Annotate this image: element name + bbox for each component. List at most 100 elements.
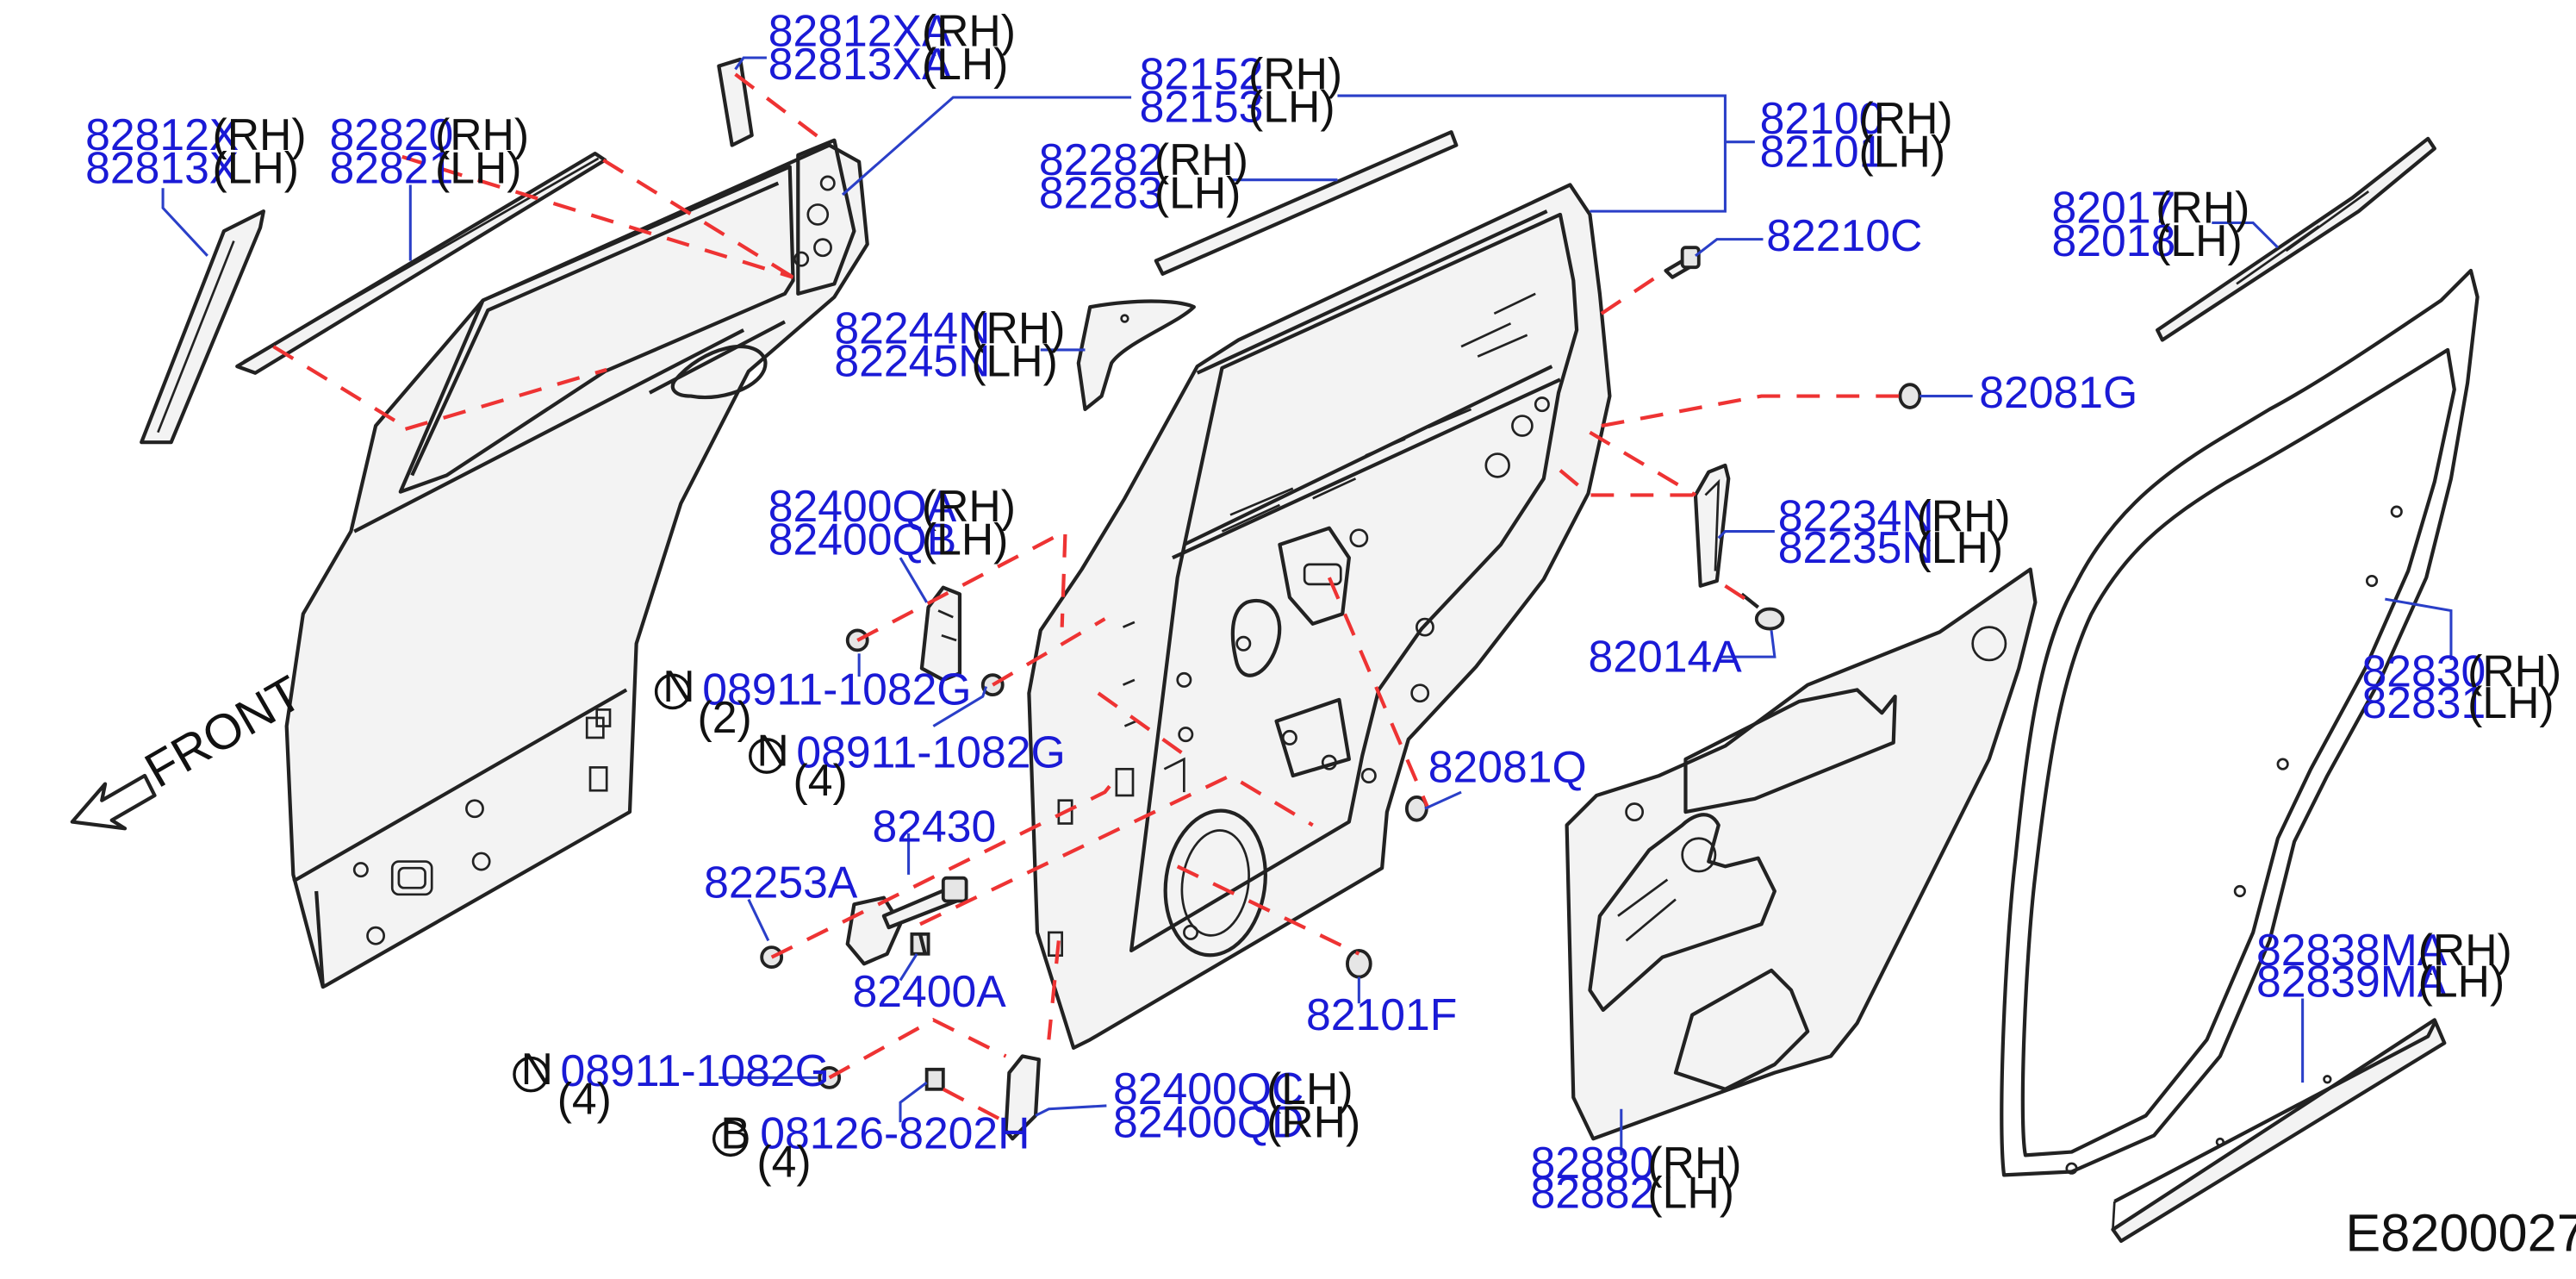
side-designation: (LH): [1266, 1064, 1353, 1114]
label-82152: 82152 (RH) 82153 (LH): [1140, 48, 1342, 131]
part-number: 82282: [1039, 134, 1163, 184]
label-82400qc: 82400QC (LH) 82400QD (RH): [1113, 1064, 1360, 1146]
part-number: 08911-1082G: [702, 664, 971, 714]
side-designation: (LH): [1154, 167, 1241, 217]
label-08126: B 08126-8202H (4): [712, 1108, 1030, 1186]
part-number: 82101: [1760, 126, 1884, 176]
badge-letter: N: [756, 725, 788, 775]
fastener-badge: [749, 738, 785, 774]
label-82081q: 82081Q: [1428, 742, 1587, 792]
inner-door-panel: [1027, 183, 1612, 1051]
label-82812xa: 82812XA (RH) 82813XA (LH): [768, 6, 1016, 89]
side-designation: (RH): [971, 303, 1065, 353]
side-designation: (RH): [1248, 48, 1342, 98]
door-check-82430: [845, 876, 968, 966]
side-designation: (LH): [922, 39, 1009, 89]
label-82400qa: 82400QA (RH) 82400QB (LH): [768, 481, 1016, 564]
part-number: 82081G: [1979, 367, 2137, 417]
part-number: 82830: [2362, 646, 2486, 696]
assembly-lines: [272, 72, 1904, 1124]
lower-hinge-82400qc: [1004, 1054, 1041, 1141]
part-number: 82018: [2052, 215, 2176, 265]
side-designation: (RH): [213, 109, 307, 159]
side-designation: (RH): [435, 109, 529, 159]
part-number: 08911-1082G: [561, 1045, 830, 1095]
part-number: 82081Q: [1428, 742, 1587, 792]
fastener-badge: [513, 1056, 549, 1093]
side-designation: (RH): [2467, 646, 2561, 696]
side-designation: (LH): [435, 143, 522, 193]
part-number: 82821: [329, 143, 453, 193]
side-designation: (RH): [1859, 93, 1953, 143]
part-number: 82838MA: [2256, 925, 2448, 975]
part-number: 82820: [329, 109, 453, 159]
fastener-badge: [654, 673, 691, 710]
part-number: 82430: [872, 802, 996, 852]
side-designation: (LH): [1248, 82, 1335, 132]
label-82014a: 82014A: [1589, 631, 1743, 681]
fastener-badge: [712, 1120, 749, 1157]
part-number: 82234N: [1778, 491, 1934, 541]
side-designation: (RH): [1154, 134, 1248, 184]
part-number: 82244N: [834, 303, 990, 353]
label-08911-a: N 08911-1082G (2): [654, 661, 972, 742]
part-number: 82812X: [85, 109, 239, 159]
label-82017: 82017 (RH) 82018 (LH): [2052, 183, 2250, 265]
part-number: 82839MA: [2256, 957, 2448, 1007]
side-designation: (RH): [1266, 1096, 1360, 1146]
part-number: 82813X: [85, 143, 239, 193]
seal-strip-82017: [2156, 136, 2436, 342]
plug-82101f: [1346, 949, 1372, 979]
quantity: (4): [756, 1136, 811, 1186]
side-designation: (LH): [1859, 126, 1946, 176]
part-number: 82882: [1530, 1168, 1654, 1218]
outer-door-panel: [284, 138, 869, 989]
label-82081g: 82081G: [1979, 367, 2137, 417]
part-number: 82831: [2362, 677, 2486, 727]
side-designation: (LH): [2418, 957, 2505, 1007]
upper-hinge-82400qa: [919, 585, 962, 683]
side-designation: (LH): [1917, 522, 2004, 572]
label-82830: 82830 (RH) 82831 (LH): [2362, 646, 2562, 727]
quantity: (4): [793, 755, 848, 805]
label-82430: 82430: [872, 802, 996, 852]
part-number: 82101F: [1306, 989, 1457, 1039]
bolt-82014a: [1740, 592, 1785, 631]
side-designation: (RH): [922, 6, 1016, 56]
part-number: 82153: [1140, 82, 1264, 132]
quantity: (2): [697, 692, 751, 742]
label-82880: 82880 (RH) 82882 (LH): [1530, 1138, 1741, 1217]
door-trim-82880: [1565, 567, 2038, 1141]
part-number: 82152: [1140, 48, 1264, 98]
label-82400a: 82400A: [852, 966, 1006, 1016]
label-82244n: 82244N (RH) 82245N (LH): [834, 303, 1065, 385]
bracket-82234n: [1693, 463, 1731, 588]
part-number: 82400QA: [768, 481, 957, 531]
side-designation: (LH): [971, 336, 1058, 386]
part-number: 82400QD: [1113, 1096, 1304, 1146]
badge-letter: B: [720, 1108, 750, 1158]
weatherstrip-82830: [2000, 268, 2480, 1177]
sill-moulding-82838ma: [2111, 1018, 2447, 1244]
badge-letter: N: [663, 661, 694, 711]
clip-82210c: [1664, 246, 1701, 279]
front-direction-arrow: FRONT: [70, 665, 311, 831]
part-number: 82017: [2052, 183, 2176, 233]
part-number: 82812XA: [768, 6, 952, 56]
quantity: (4): [557, 1074, 612, 1124]
side-designation: (RH): [1917, 491, 2011, 541]
leader-lines: [161, 56, 2453, 1156]
sash-tape-82812xa: [717, 57, 754, 147]
side-designation: (LH): [2156, 215, 2243, 265]
moulding-82282: [1154, 130, 1459, 276]
part-number: 82253A: [704, 858, 858, 908]
side-designation: (LH): [922, 514, 1009, 564]
part-number: 82245N: [834, 336, 990, 386]
label-82812x: 82812X (RH) 82813X (LH): [85, 109, 307, 192]
label-08911-b: N 08911-1082G (4): [749, 725, 1066, 805]
label-82101f: 82101F: [1306, 989, 1457, 1039]
label-82100: 82100 (RH) 82101 (LH): [1760, 93, 1953, 176]
side-designation: (RH): [2418, 925, 2512, 975]
part-number: 82880: [1530, 1138, 1654, 1188]
